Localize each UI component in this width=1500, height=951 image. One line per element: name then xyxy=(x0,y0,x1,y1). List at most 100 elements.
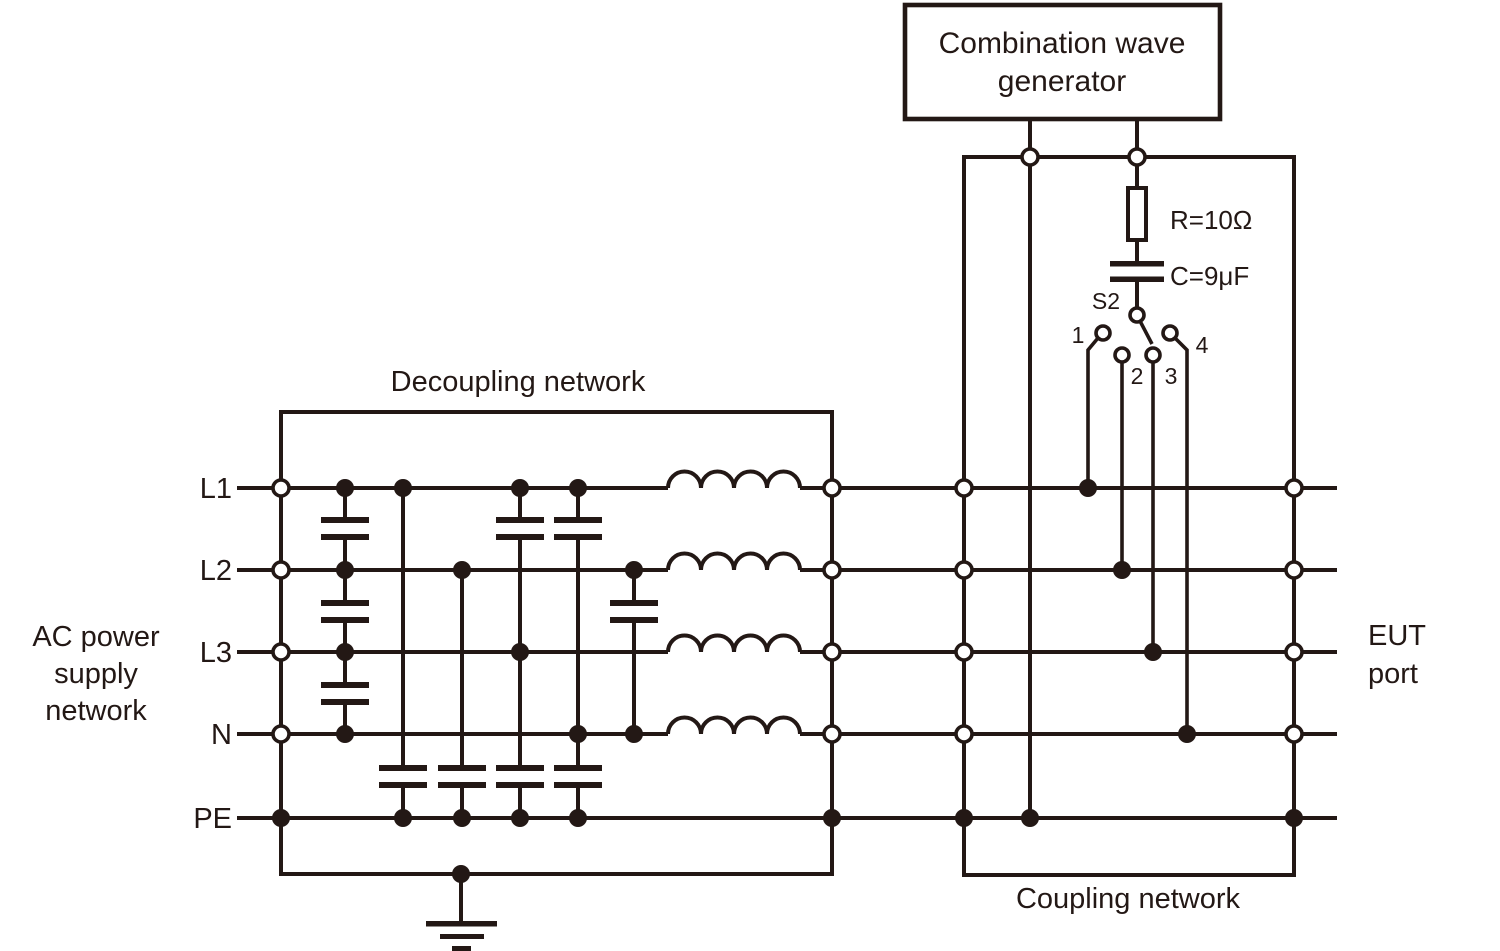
ground-bar xyxy=(440,934,484,939)
switch-pos4-wire xyxy=(1173,336,1189,734)
terminal-circle xyxy=(271,642,291,662)
capacitor-plate xyxy=(438,782,486,788)
capacitor-column-l2-pe xyxy=(438,570,486,818)
inductor-l3 xyxy=(666,633,802,653)
junction-dots xyxy=(272,479,1303,883)
switch-contact-4 xyxy=(1161,324,1179,342)
switch-contact-3 xyxy=(1144,346,1162,364)
capacitor-plate xyxy=(379,782,427,788)
junction-dot xyxy=(1178,725,1196,743)
switch-pos1-label: 1 xyxy=(1072,322,1085,348)
junction-dot xyxy=(625,561,643,579)
junction-dot xyxy=(453,561,471,579)
terminal-circle xyxy=(1284,478,1304,498)
junction-dot xyxy=(823,809,841,827)
junction-dot xyxy=(569,809,587,827)
rail-label-l1: L1 xyxy=(200,473,232,505)
junction-dot xyxy=(1021,809,1039,827)
switch-pos1-wire xyxy=(1086,336,1100,488)
capacitor-plate xyxy=(610,600,658,606)
inductor-l2 xyxy=(666,551,802,571)
resistor-symbol xyxy=(1126,186,1148,242)
terminal-circle xyxy=(271,724,291,744)
junction-dot xyxy=(1113,561,1131,579)
ac-supply-label-line1: AC power xyxy=(32,621,160,653)
capacitor-plate xyxy=(438,765,486,771)
rail-label-n: N xyxy=(211,719,232,751)
terminal-circle xyxy=(822,642,842,662)
capacitor-plate xyxy=(1110,276,1164,282)
junction-dot xyxy=(1144,643,1162,661)
junction-dot xyxy=(625,725,643,743)
junction-dot xyxy=(569,479,587,497)
capacitor-plate xyxy=(496,517,544,523)
junction-dot xyxy=(955,809,973,827)
junction-dot xyxy=(336,561,354,579)
switch-pos4-label: 4 xyxy=(1196,332,1209,358)
terminal-circle xyxy=(954,724,974,744)
capacitor-plate xyxy=(554,534,602,540)
capacitor-plate xyxy=(321,682,369,688)
junction-dot xyxy=(336,725,354,743)
junction-dot xyxy=(1285,809,1303,827)
ground-bar xyxy=(452,946,471,951)
junction-dot xyxy=(336,643,354,661)
generator-label-line1: Combination wave xyxy=(939,27,1186,60)
capacitor-plate xyxy=(321,517,369,523)
capacitor-plate xyxy=(554,782,602,788)
earth-ground-icon xyxy=(426,874,497,951)
switch-pos2-label: 2 xyxy=(1131,363,1144,389)
capacitor-chain-l1-l2-l3-n xyxy=(321,488,369,734)
terminal-circle xyxy=(1284,642,1304,662)
capacitor-column-l1-n-pe xyxy=(554,488,602,818)
terminal-circle xyxy=(271,478,291,498)
ac-supply-label-line2: supply xyxy=(54,658,138,690)
switch-blade xyxy=(1138,320,1154,345)
capacitor-plate xyxy=(554,517,602,523)
junction-dot xyxy=(511,479,529,497)
terminal-circle xyxy=(1284,724,1304,744)
junction-dot xyxy=(569,725,587,743)
terminal-circle xyxy=(271,560,291,580)
terminal-circle xyxy=(954,560,974,580)
terminal-circle xyxy=(1020,147,1040,167)
terminal-circle xyxy=(822,560,842,580)
junction-dot xyxy=(1079,479,1097,497)
terminal-circle xyxy=(822,724,842,744)
switch-s2-symbol xyxy=(1086,306,1189,734)
junction-dot xyxy=(336,479,354,497)
decoupling-network-box xyxy=(279,410,834,876)
rail-label-l3: L3 xyxy=(200,637,232,669)
coupling-network-title: Coupling network xyxy=(1016,883,1241,915)
junction-dot xyxy=(511,809,529,827)
decoupling-network-title: Decoupling network xyxy=(391,366,646,398)
capacitor-plate xyxy=(321,534,369,540)
capacitor-plate xyxy=(321,600,369,606)
capacitor-plate xyxy=(321,699,369,705)
generator-label-line2: generator xyxy=(998,65,1126,98)
junction-dot xyxy=(452,865,470,883)
switch-name-label: S2 xyxy=(1092,288,1120,314)
terminal-circle xyxy=(954,478,974,498)
switch-contact-2 xyxy=(1113,346,1131,364)
resistor-value-label: R=10Ω xyxy=(1170,205,1252,235)
capacitor-plate xyxy=(496,534,544,540)
rail-label-l2: L2 xyxy=(200,555,232,587)
junction-dot xyxy=(272,809,290,827)
capacitor-plate xyxy=(321,617,369,623)
ground-bar xyxy=(426,921,497,927)
junction-dot xyxy=(394,809,412,827)
switch-pos3-label: 3 xyxy=(1165,363,1178,389)
capacitor-plate xyxy=(610,617,658,623)
capacitor-plate xyxy=(496,782,544,788)
capacitor-c9uf-symbol xyxy=(1110,261,1164,308)
switch-contact-1 xyxy=(1094,324,1112,342)
capacitor-plate xyxy=(379,765,427,771)
capacitor-value-label: C=9μF xyxy=(1170,261,1249,291)
junction-dot xyxy=(453,809,471,827)
eut-port-label-line1: EUT xyxy=(1368,620,1426,652)
terminal-circle xyxy=(1127,147,1147,167)
junction-dot xyxy=(511,643,529,661)
capacitor-plate xyxy=(1110,261,1164,267)
